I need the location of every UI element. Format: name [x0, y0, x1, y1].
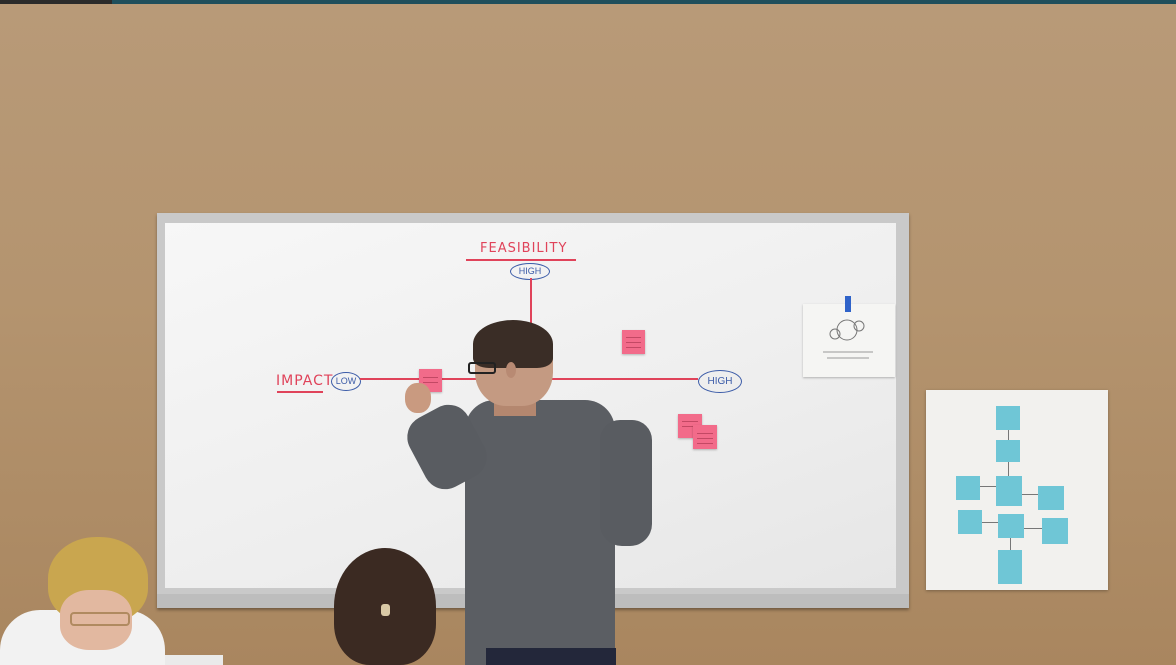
flowchart-connector [1010, 538, 1011, 550]
feasibility-axis-title: FEASIBILITY [480, 241, 568, 256]
feasibility-underline [466, 259, 576, 261]
flowchart-connector [982, 522, 998, 523]
presenter-torso [465, 400, 615, 665]
magnet [845, 296, 851, 312]
flowchart-note [996, 440, 1020, 462]
flowchart-note [996, 476, 1022, 506]
audience-member-glasses [70, 612, 130, 626]
presenter-pants [486, 648, 616, 665]
flowchart-connector [980, 486, 996, 487]
flowchart-note [998, 550, 1022, 584]
flowchart-connector [1024, 528, 1042, 529]
flowchart-connector [1008, 430, 1009, 440]
top-bar-segment [0, 0, 112, 4]
flowchart-note [996, 406, 1020, 430]
hair-tie [381, 604, 390, 616]
impact-underline [277, 391, 323, 393]
flowchart-poster [926, 390, 1108, 590]
horizontal-low-label: LOW [331, 372, 361, 391]
flowchart-connector [1008, 462, 1009, 476]
desk-edge [165, 655, 223, 665]
pinned-paper [803, 304, 895, 377]
sticky-note [693, 425, 717, 449]
sticky-note [622, 330, 645, 354]
sketch-icon [823, 319, 873, 359]
presenter-hand [405, 383, 431, 413]
flowchart-connector [1022, 494, 1038, 495]
flowchart-note [998, 514, 1024, 538]
presenter-hair [473, 320, 553, 368]
flowchart-note [956, 476, 980, 500]
flowchart-note [1038, 486, 1064, 510]
horizontal-high-label: HIGH [698, 370, 742, 393]
presenter-arm-right [600, 420, 652, 546]
presenter-glasses [468, 362, 496, 374]
audience-member-face [60, 590, 132, 650]
flowchart-note [958, 510, 982, 534]
impact-axis-title: IMPACT [276, 373, 334, 389]
top-bar [0, 0, 1176, 4]
flowchart-note [1042, 518, 1068, 544]
presenter-ear [506, 362, 516, 378]
